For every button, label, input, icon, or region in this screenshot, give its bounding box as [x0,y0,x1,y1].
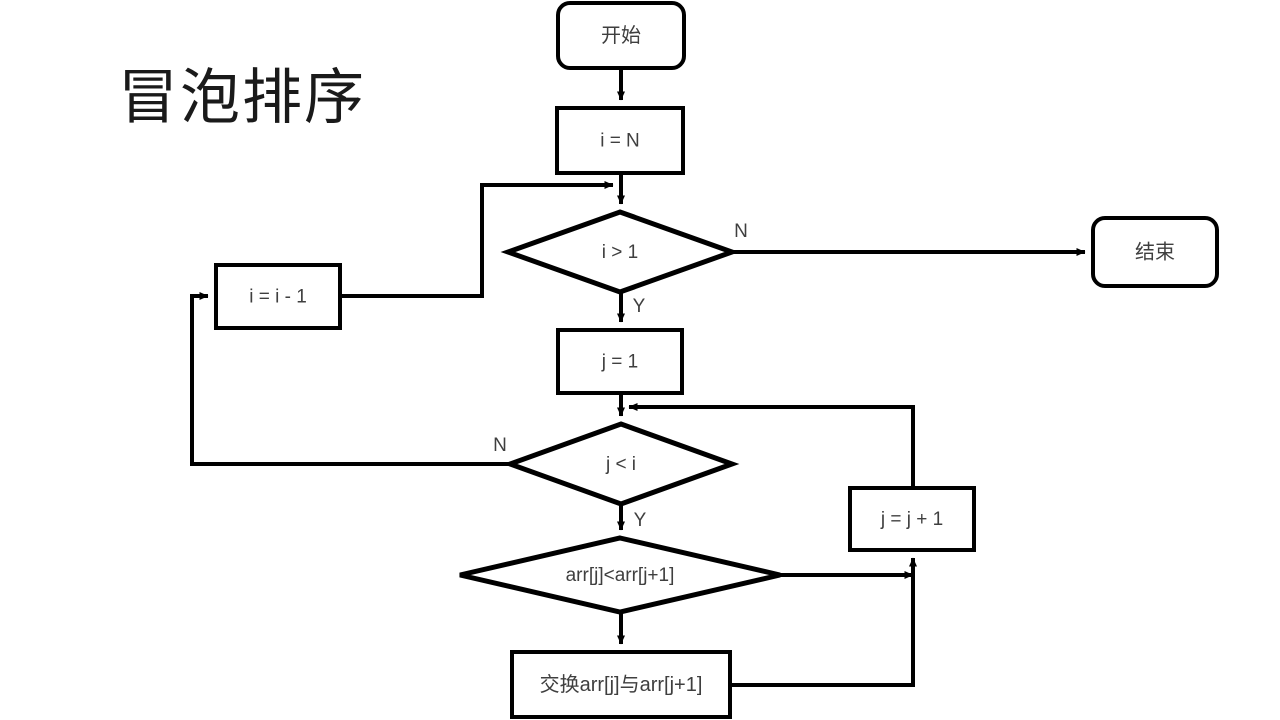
node-shape-start [556,1,686,70]
edge-label-j-lt-i-no: N [493,435,507,456]
node-start: 开始 [556,1,686,70]
node-label-dec_i: i = i - 1 [249,287,307,308]
node-shape-end [1091,216,1219,288]
edge-cond_j-no-to-dec_i [190,292,510,466]
node-init_i: i = N [555,106,685,175]
node-label-init_j: j = 1 [601,352,638,373]
node-shape-cond_i [500,209,740,295]
node-cond_a: arr[j]<arr[j+1] [459,535,781,615]
edge-dec_i-to-cond_i [340,181,614,298]
node-shape-swap [510,650,732,719]
node-inc_j: j = j + 1 [848,486,976,552]
node-cond_j: j < i [502,421,740,507]
node-label-inc_j: j = j + 1 [880,509,943,530]
node-init_j: j = 1 [556,328,684,395]
node-swap: 交换arr[j]与arr[j+1] [510,650,732,719]
edge-labels-layer: N Y N Y [493,221,748,531]
edge-label-j-lt-i-yes: Y [634,510,647,531]
node-label-cond_i: i > 1 [602,242,638,263]
node-shape-init_i [555,106,685,175]
node-label-end: 结束 [1135,240,1175,263]
node-label-cond_a: arr[j]<arr[j+1] [566,565,675,586]
node-label-start: 开始 [601,24,641,47]
node-shape-cond_a [459,535,781,615]
node-shape-init_j [556,328,684,395]
node-dec_i: i = i - 1 [214,263,342,330]
edges-layer [190,68,1086,687]
edge-inc_j-to-cond_j [628,403,915,488]
node-label-init_i: i = N [600,131,640,152]
edge-label-i-gt-1-yes: Y [633,296,646,317]
edge-swap-to-inc_j [730,557,917,687]
node-shape-dec_i [214,263,342,330]
node-cond_i: i > 1 [500,209,740,295]
node-label-swap: 交换arr[j]与arr[j+1] [540,673,703,696]
edge-label-i-gt-1-no: N [734,221,748,242]
node-end: 结束 [1091,216,1219,288]
page-title: 冒泡排序 [118,63,366,133]
node-label-cond_j: j < i [605,454,636,475]
nodes-layer: 开始 i = N i > 1 结束 i = i - 1 j = 1 j < i j = j +… [214,1,1219,719]
node-shape-cond_j [502,421,740,507]
node-shape-inc_j [848,486,976,552]
